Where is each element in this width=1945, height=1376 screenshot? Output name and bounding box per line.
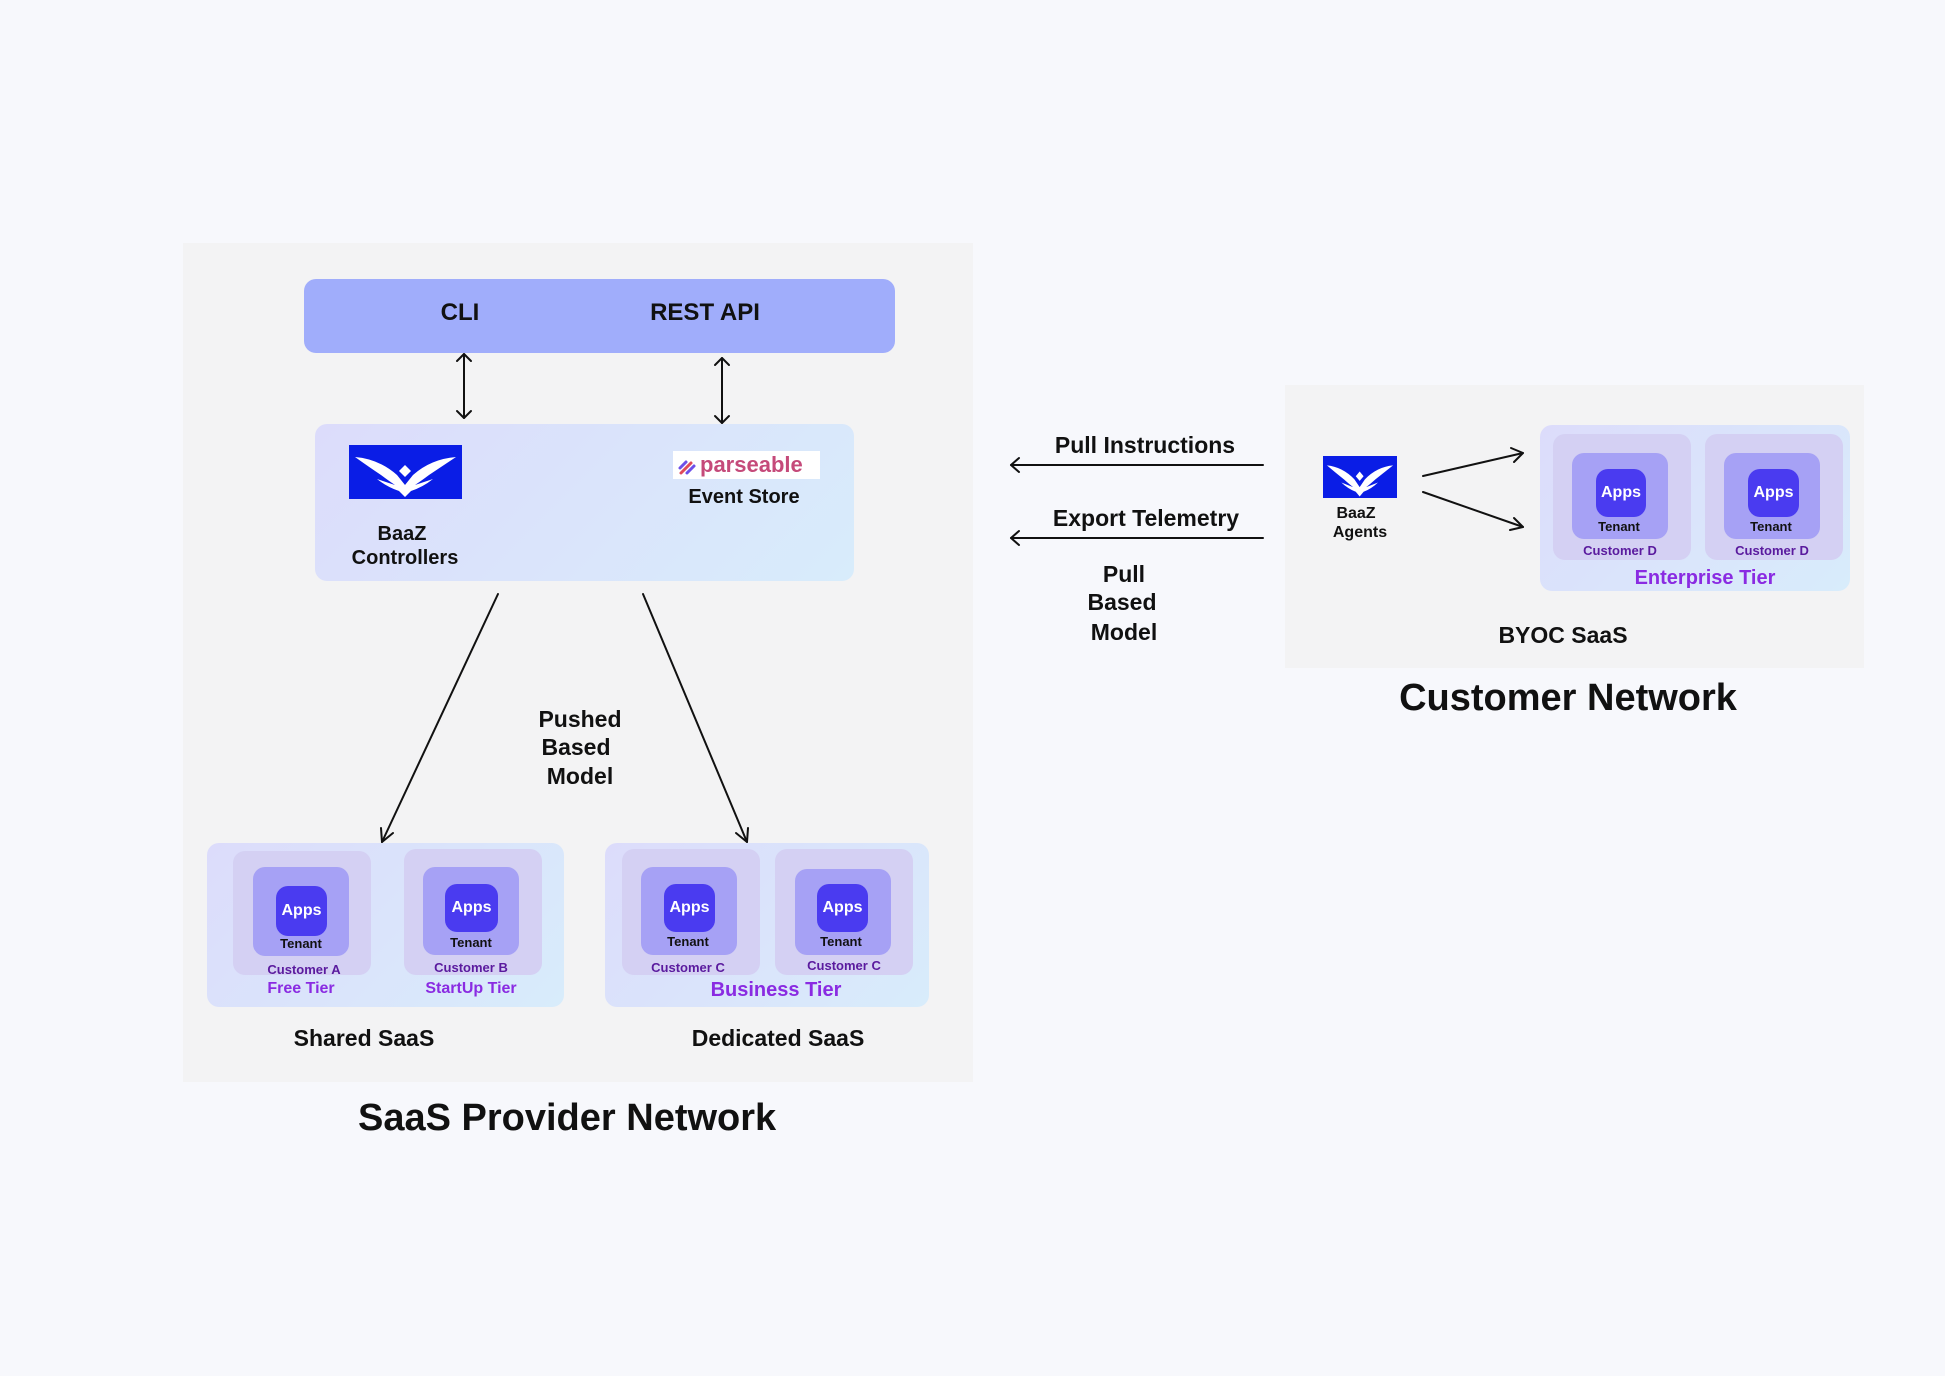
controllers-name-line2: Controllers [351,547,459,569]
baaz-agents-logo-icon [1323,456,1397,498]
parseable-logo-icon: parseable [673,451,820,479]
pull-instructions-label: Pull Instructions [1054,432,1236,458]
tier-label-business: Business Tier [710,979,842,1001]
customer-label-c-1: Customer C [651,960,725,975]
parseable-brand-text: parseable [700,452,803,477]
tenant-label-customer-a: Tenant [280,936,322,951]
controllers-name-line1: BaaZ [377,523,427,545]
tier-label-enterprise: Enterprise Tier [1634,567,1776,589]
apps-button-customer-d-1[interactable]: Apps [1596,469,1646,517]
tier-label-startup: StartUp Tier [425,980,517,997]
customer-label-c-2: Customer C [807,958,881,973]
push-model-line2: Based [541,734,611,760]
provider-network-title: SaaS Provider Network [358,1097,777,1139]
apps-button-customer-c-2[interactable]: Apps [817,884,868,932]
pull-model-line1: Pull [1102,561,1146,587]
apps-button-customer-d-2[interactable]: Apps [1748,469,1799,517]
export-telemetry-label: Export Telemetry [1052,505,1240,531]
byoc-saas-label: BYOC SaaS [1498,622,1628,648]
push-model-line1: Pushed [538,706,622,732]
tier-label-free: Free Tier [267,980,335,997]
tenant-label-customer-b: Tenant [450,935,492,950]
tenant-label-customer-c-2: Tenant [820,934,862,949]
agents-name-line2: Agents [1332,524,1388,541]
customer-label-d-1: Customer D [1583,543,1657,558]
agents-name-line1: BaaZ [1336,505,1376,522]
apps-button-customer-c-1[interactable]: Apps [664,884,715,932]
customer-label-a: Customer A [267,962,341,977]
pull-model-line3: Model [1090,619,1158,645]
tenant-label-customer-d-1: Tenant [1598,519,1640,534]
apps-button-customer-a[interactable]: Apps [276,886,327,936]
customer-label-b: Customer B [434,960,508,975]
shared-saas-label: Shared SaaS [293,1025,435,1051]
cli-label[interactable]: CLI [440,299,480,326]
baaz-eagle-logo-icon [349,445,462,499]
tenant-label-customer-c-1: Tenant [667,934,709,949]
dedicated-saas-label: Dedicated SaaS [691,1025,865,1051]
event-store-label: Event Store [688,486,800,508]
rest-api-label[interactable]: REST API [650,299,760,326]
tenant-label-customer-d-2: Tenant [1750,519,1792,534]
pull-model-line2: Based [1087,589,1157,615]
customer-network-title: Customer Network [1399,677,1737,719]
push-model-line3: Model [546,763,614,789]
api-bar [304,279,895,353]
customer-label-d-2: Customer D [1735,543,1809,558]
apps-button-customer-b[interactable]: Apps [445,884,498,932]
